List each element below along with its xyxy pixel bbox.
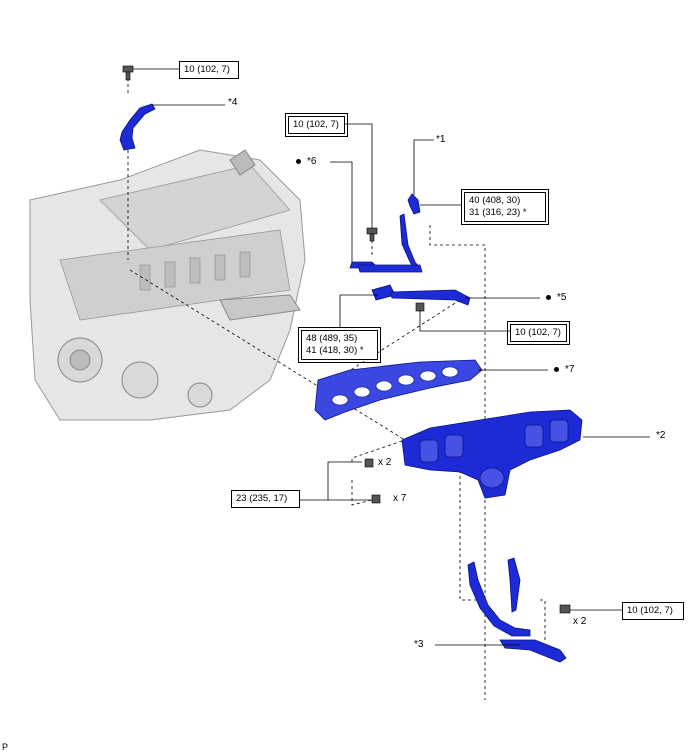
torque-box-pipe-bolts: 10 (102, 7)	[622, 602, 684, 620]
torque-value: 40 (408, 30)	[469, 195, 521, 206]
torque-box-pipe-union: 40 (408, 30) 31 (316, 23) *	[461, 189, 549, 225]
blue-parts	[119, 103, 583, 663]
torque-value: 10 (102, 7)	[293, 119, 339, 130]
callout-7-row: *7	[554, 364, 574, 376]
torque-value: 48 (489, 35)	[306, 333, 358, 344]
callout-5: *5	[557, 292, 567, 303]
engine-block	[29, 149, 306, 421]
torque-value: 10 (102, 7)	[627, 605, 673, 616]
torque-value: 10 (102, 7)	[515, 327, 561, 338]
quantity-pipe-bolts: x 2	[573, 616, 587, 627]
quantity-bolts: x 7	[393, 493, 407, 504]
torque-box-pipe-nut: 48 (489, 35) 41 (418, 30) *	[298, 327, 381, 363]
solid-leaders	[133, 68, 650, 646]
callout-7: *7	[565, 364, 575, 375]
torque-value-alt: 31 (316, 23) *	[469, 207, 527, 218]
torque-box-sensor-bolt: 10 (102, 7)	[179, 61, 239, 79]
torque-value: 23 (235, 17)	[236, 493, 288, 504]
corner-mark: P	[2, 742, 9, 752]
callout-2: *2	[656, 430, 666, 441]
callout-5-row: *5	[546, 292, 566, 304]
torque-box-bracket-bolt: 10 (102, 7)	[285, 113, 348, 137]
quantity-nuts: x 2	[378, 457, 392, 468]
torque-value: 10 (102, 7)	[184, 64, 230, 75]
callout-3: *3	[414, 639, 424, 650]
bolts	[122, 65, 571, 614]
torque-box-manifold-nuts: 23 (235, 17)	[231, 490, 300, 508]
bullet-icon	[554, 366, 559, 372]
callout-6-row: *6	[296, 156, 316, 168]
torque-box-clamp-bolt: 10 (102, 7)	[507, 321, 570, 345]
bullet-icon	[296, 158, 301, 164]
callout-4: *4	[228, 97, 238, 108]
bullet-icon	[546, 294, 551, 300]
callout-1: *1	[436, 134, 446, 145]
torque-value-alt: 41 (418, 30) *	[306, 345, 364, 356]
callout-6: *6	[307, 156, 317, 167]
